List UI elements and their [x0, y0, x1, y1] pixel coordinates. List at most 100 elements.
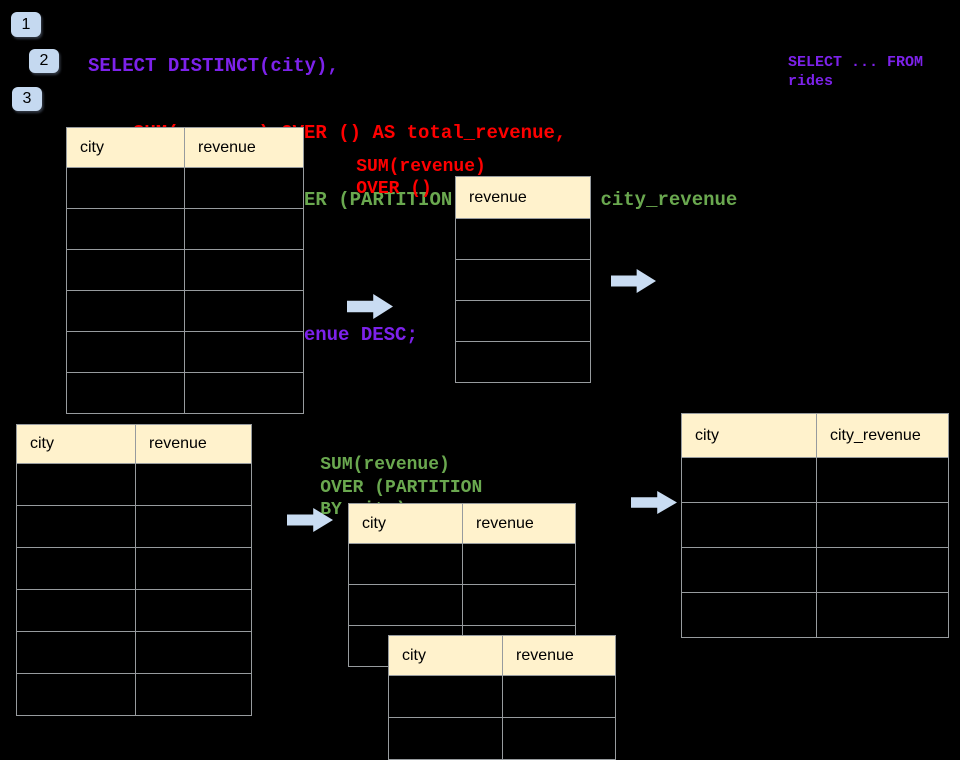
- table-row: [681, 547, 949, 593]
- empty-cell: [455, 218, 591, 260]
- empty-cell: [455, 300, 591, 342]
- table-row: [455, 218, 591, 260]
- empty-cell: [135, 631, 252, 674]
- total-revenue-result-table: revenue: [455, 176, 591, 383]
- empty-cell: [135, 463, 252, 506]
- table-row: [16, 505, 252, 548]
- column-header-revenue: revenue: [502, 635, 616, 676]
- column-header-city: city: [388, 635, 503, 676]
- empty-cell: [388, 717, 503, 760]
- column-header-revenue: revenue: [462, 503, 576, 544]
- empty-cell: [816, 592, 949, 638]
- arrow-right-icon: [631, 491, 677, 514]
- table-row: [455, 341, 591, 383]
- table-row: [681, 502, 949, 548]
- empty-cell: [16, 547, 136, 590]
- sql-line-select: SELECT DISTINCT(city),: [88, 54, 339, 77]
- empty-cell: [66, 290, 185, 332]
- column-header-revenue: revenue: [455, 176, 591, 219]
- empty-cell: [681, 502, 817, 548]
- table-row: [66, 290, 304, 332]
- empty-cell: [66, 167, 185, 209]
- empty-cell: [16, 631, 136, 674]
- empty-cell: [184, 167, 304, 209]
- label-sum-over-total: SUM(revenue) OVER (): [313, 134, 486, 222]
- empty-cell: [681, 547, 817, 593]
- step-badge-2: 2: [29, 49, 59, 73]
- empty-cell: [816, 502, 949, 548]
- empty-cell: [184, 372, 304, 414]
- empty-cell: [135, 589, 252, 632]
- empty-cell: [455, 341, 591, 383]
- table-row: [66, 208, 304, 250]
- label-total-line-1: SUM(revenue): [356, 157, 486, 177]
- empty-cell: [66, 208, 185, 250]
- table-row: [16, 589, 252, 632]
- empty-cell: [135, 547, 252, 590]
- empty-cell: [681, 592, 817, 638]
- side-note-line-2: rides: [788, 73, 834, 90]
- empty-cell: [135, 505, 252, 548]
- column-header-revenue: revenue: [135, 424, 252, 464]
- step-badge-3: 3: [12, 87, 42, 111]
- column-header-city: city: [681, 413, 817, 458]
- slide-canvas: 1 2 3 SELECT DISTINCT(city), SUM(revenue…: [11, 12, 949, 760]
- table-row: [16, 631, 252, 674]
- table-row: [16, 673, 252, 716]
- empty-cell: [184, 249, 304, 291]
- empty-cell: [16, 463, 136, 506]
- table-row: [348, 543, 576, 585]
- empty-cell: [462, 584, 576, 626]
- empty-cell: [502, 675, 616, 718]
- empty-cell: [462, 543, 576, 585]
- empty-cell: [184, 331, 304, 373]
- empty-cell: [455, 259, 591, 301]
- table-row: [388, 675, 616, 718]
- column-header-city: city: [348, 503, 463, 544]
- label-total-line-2: OVER (): [356, 179, 432, 199]
- empty-cell: [816, 547, 949, 593]
- table-row: [66, 372, 304, 414]
- table-row: [66, 167, 304, 209]
- side-note-line-1: SELECT ... FROM: [788, 53, 924, 71]
- table-row: [16, 547, 252, 590]
- empty-cell: [16, 673, 136, 716]
- label-partition-line-2: OVER (PARTITION: [320, 477, 483, 498]
- column-header-city: city: [16, 424, 136, 464]
- empty-cell: [135, 673, 252, 716]
- table-row: [388, 717, 616, 760]
- step-badge-1: 1: [11, 12, 41, 37]
- table-row: [66, 331, 304, 373]
- empty-cell: [502, 717, 616, 760]
- column-header-city: city: [66, 127, 185, 168]
- empty-cell: [66, 331, 185, 373]
- table-row: [681, 457, 949, 503]
- empty-cell: [16, 505, 136, 548]
- table-row: [455, 300, 591, 342]
- empty-cell: [184, 290, 304, 332]
- column-header-revenue: revenue: [184, 127, 304, 168]
- empty-cell: [66, 249, 185, 291]
- empty-cell: [388, 675, 503, 718]
- label-partition-line-1: SUM(revenue): [320, 455, 450, 476]
- empty-cell: [681, 457, 817, 503]
- table-row: [66, 249, 304, 291]
- empty-cell: [816, 457, 949, 503]
- empty-cell: [16, 589, 136, 632]
- side-note-select-from: SELECT ... FROM rides: [752, 33, 923, 111]
- table-header-row: revenue: [455, 176, 591, 219]
- table-row: [681, 592, 949, 638]
- table-row: [16, 463, 252, 506]
- empty-cell: [348, 543, 463, 585]
- column-header-city_revenue: city_revenue: [816, 413, 949, 458]
- table-row: [348, 584, 576, 626]
